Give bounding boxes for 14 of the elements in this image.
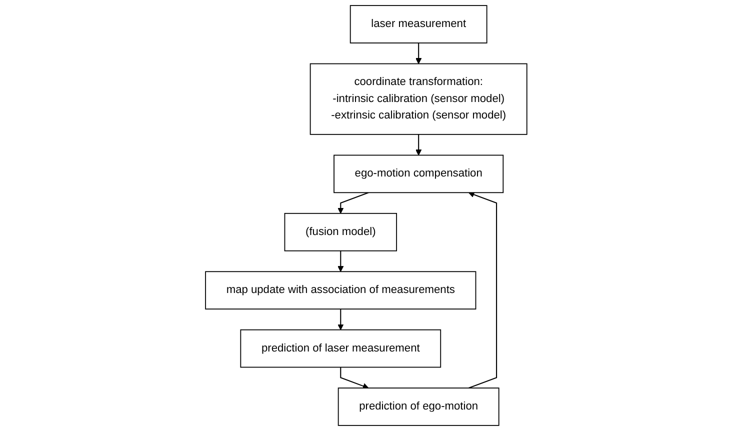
arrow — [416, 134, 422, 156]
arrow — [338, 192, 369, 214]
arrow — [416, 42, 422, 64]
node-box: ego-motion compensation — [334, 154, 504, 194]
node-box: prediction of ego-motion — [338, 388, 500, 426]
arrow — [338, 250, 344, 272]
arrow — [340, 367, 370, 389]
arrow — [338, 309, 344, 330]
node-box: (fusion model) — [284, 212, 398, 252]
arrow — [468, 192, 498, 389]
node-box: map update with association of measurements — [205, 271, 476, 310]
node-box: laser measurement — [350, 5, 488, 44]
node-box: prediction of laser measurement — [240, 329, 442, 368]
node-box: coordinate transformation: -intrinsic calibration (sensor model) -extrinsic calibration (sensor model) — [310, 63, 528, 135]
